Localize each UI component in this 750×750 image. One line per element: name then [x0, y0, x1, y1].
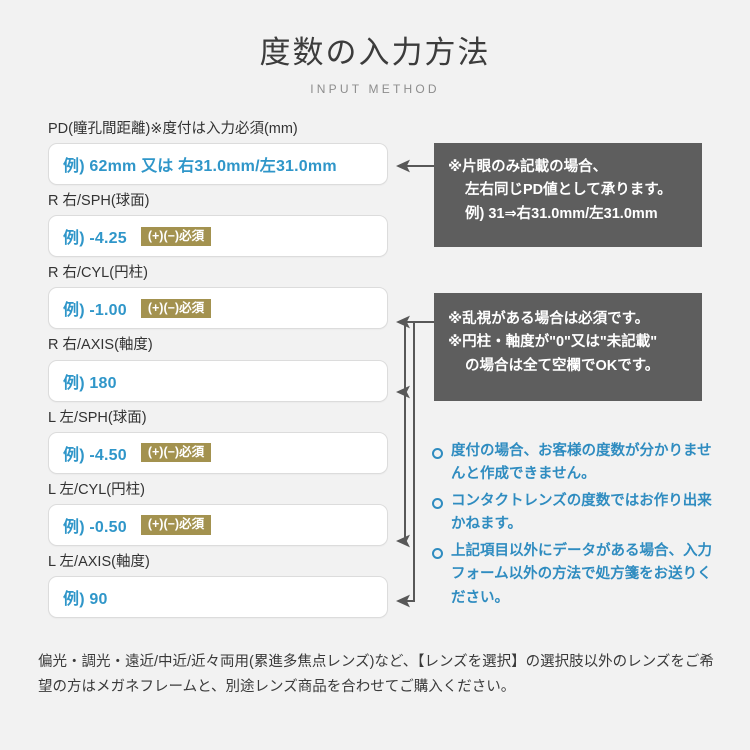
field-group-l-axis: L 左/AXIS(軸度) 例) 90	[48, 553, 388, 618]
field-label-r-sph: R 右/SPH(球面)	[48, 193, 150, 210]
notes-list: 度付の場合、お客様の度数が分かりませんと作成できません。 コンタクトレンズの度数…	[432, 440, 712, 613]
callout-astigmatism-line-1: ※乱視がある場合は必須です。	[448, 311, 650, 327]
prescription-form: PD(瞳孔間距離)※度付は入力必須(mm) 例) 62mm 又は 右31.0mm…	[48, 120, 388, 625]
note-text: コンタクトレンズの度数ではお作り出来かねます。	[451, 492, 712, 533]
field-label-pd: PD(瞳孔間距離)※度付は入力必須(mm)	[48, 121, 298, 137]
callout-pd-line-1: ※片眼のみ記載の場合、	[448, 159, 608, 175]
callout-astigmatism-line-3: の場合は全て空欄でOKです。	[465, 357, 660, 374]
input-l-axis[interactable]: 例) 90	[48, 575, 388, 618]
required-badge-r-sph: (+)(−)必須	[140, 226, 212, 246]
arrow-r-axis	[396, 322, 410, 399]
placeholder-l-axis: 例) 90	[63, 590, 108, 608]
field-label-r-cyl: R 右/CYL(円柱)	[48, 265, 148, 282]
required-badge-l-cyl: (+)(−)必須	[140, 515, 212, 535]
field-label-r-axis: R 右/AXIS(軸度)	[48, 337, 153, 354]
field-label-l-cyl: L 左/CYL(円柱)	[48, 481, 145, 498]
required-badge-r-cyl: (+)(−)必須	[140, 298, 212, 319]
input-l-sph[interactable]: 例) -4.50 (+)(−)必須	[48, 431, 388, 474]
callout-pd-line-3: 例) 31⇒右31.0mm/左31.0mm	[465, 205, 658, 222]
bullet-ring-icon	[432, 497, 443, 509]
field-group-r-cyl: R 右/CYL(円柱) 例) -1.00 (+)(−)必須	[48, 264, 388, 330]
required-badge-l-sph: (+)(−)必須	[140, 442, 212, 463]
input-l-cyl[interactable]: 例) -0.50 (+)(−)必須	[48, 503, 388, 546]
field-group-l-sph: L 左/SPH(球面) 例) -4.50 (+)(−)必須	[48, 409, 388, 474]
note-text: 度付の場合、お客様の度数が分かりませんと作成できません。	[451, 443, 712, 483]
arrow-trunk-l-axis	[396, 321, 434, 608]
page-title: 度数の入力方法	[259, 35, 491, 70]
placeholder-r-axis: 例) 180	[63, 374, 117, 392]
field-group-pd: PD(瞳孔間距離)※度付は入力必須(mm) 例) 62mm 又は 右31.0mm…	[48, 120, 388, 186]
note-item: コンタクトレンズの度数ではお作り出来かねます。	[432, 490, 712, 537]
field-group-l-cyl: L 左/CYL(円柱) 例) -0.50 (+)(−)必須	[48, 481, 388, 546]
page-subtitle: INPUT METHOD	[310, 82, 440, 97]
input-pd[interactable]: 例) 62mm 又は 右31.0mm/左31.0mm	[48, 143, 388, 186]
note-item: 上記項目以外にデータがある場合、入力フォーム以外の方法で処方箋をお送りください。	[432, 540, 712, 610]
page-header: 度数の入力方法 INPUT METHOD	[0, 35, 750, 97]
input-r-axis[interactable]: 例) 180	[48, 359, 388, 402]
placeholder-l-sph: 例) -4.50	[63, 446, 127, 464]
input-r-sph[interactable]: 例) -4.25 (+)(−)必須	[48, 215, 388, 258]
bullet-ring-icon	[432, 547, 443, 559]
callout-pd: ※片眼のみ記載の場合、 左右同じPD値として承ります。 例) 31⇒右31.0m…	[434, 143, 702, 247]
footer-note: 偏光・調光・遠近/中近/近々両用(累進多焦点レンズ)など、【レンズを選択】の選択…	[38, 654, 714, 695]
placeholder-r-sph: 例) -4.25	[63, 230, 127, 248]
placeholder-pd: 例) 62mm 又は 右31.0mm/左31.0mm	[63, 158, 337, 176]
callout-pd-line-2: 左右同じPD値として承ります。	[465, 182, 672, 199]
field-label-l-sph: L 左/SPH(球面)	[48, 409, 147, 426]
note-text: 上記項目以外にデータがある場合、入力フォーム以外の方法で処方箋をお送りください。	[451, 542, 712, 606]
callout-astigmatism-line-2: ※円柱・軸度が"0"又は"未記載"	[448, 334, 658, 351]
note-item: 度付の場合、お客様の度数が分かりませんと作成できません。	[432, 440, 712, 487]
field-group-r-sph: R 右/SPH(球面) 例) -4.25 (+)(−)必須	[48, 192, 388, 258]
arrow-l-cyl	[396, 392, 410, 548]
input-r-cyl[interactable]: 例) -1.00 (+)(−)必須	[48, 287, 388, 330]
callout-astigmatism: ※乱視がある場合は必須です。 ※円柱・軸度が"0"又は"未記載" の場合は全て空…	[434, 293, 702, 401]
bullet-ring-icon	[432, 448, 443, 459]
field-label-l-axis: L 左/AXIS(軸度)	[48, 553, 150, 570]
placeholder-r-cyl: 例) -1.00	[63, 302, 127, 320]
placeholder-l-cyl: 例) -0.50	[63, 518, 127, 536]
field-group-r-axis: R 右/AXIS(軸度) 例) 180	[48, 336, 388, 402]
